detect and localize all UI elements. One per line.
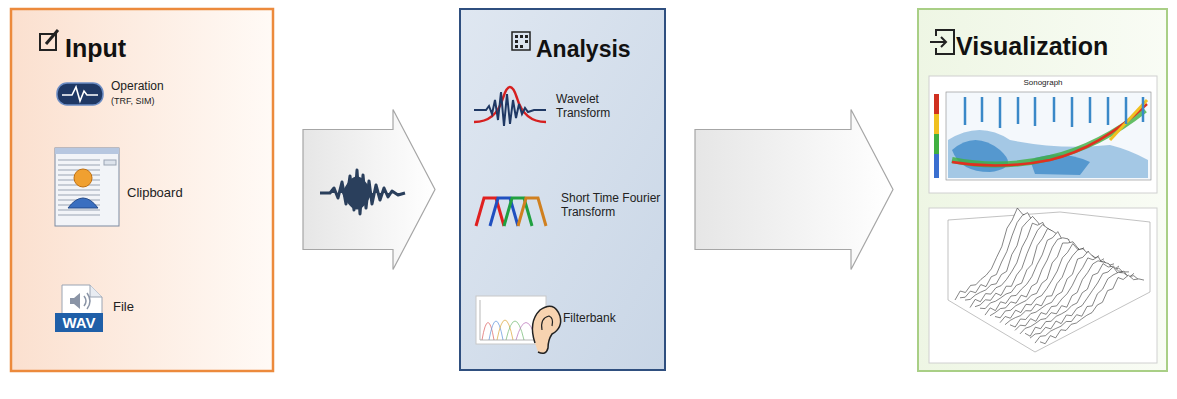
panel-heading: Visualization bbox=[956, 32, 1108, 61]
method-label: Wavelet Transform bbox=[556, 93, 620, 121]
ear-icon bbox=[532, 306, 560, 353]
clipboard-icon bbox=[55, 148, 119, 226]
block-arrow bbox=[303, 110, 435, 270]
wav-file-icon bbox=[55, 285, 103, 332]
wavelet-icon bbox=[474, 87, 546, 126]
analysis-icon bbox=[512, 32, 530, 50]
input-label: Operation bbox=[111, 80, 231, 94]
input-label: File bbox=[113, 300, 213, 315]
method-label: Filterbank bbox=[563, 312, 653, 326]
waterfall-chart bbox=[929, 208, 1157, 363]
waterfall-line bbox=[1040, 275, 1144, 344]
visualization-icon bbox=[930, 30, 954, 54]
panel-heading: Analysis bbox=[536, 36, 631, 63]
panel-box: Visualization bbox=[918, 9, 1167, 371]
waveform-icon bbox=[320, 170, 405, 214]
input-note: (TRF, SIM) bbox=[111, 96, 231, 106]
filterbank-icon bbox=[476, 296, 561, 353]
stft-window-icon bbox=[476, 198, 546, 226]
file-type: WAV bbox=[55, 314, 103, 331]
chart-title: Sonograph bbox=[929, 78, 1157, 87]
panel-heading: Input bbox=[65, 34, 126, 63]
input-label: Clipboard bbox=[127, 186, 247, 201]
operation-icon bbox=[57, 83, 103, 105]
sonograph-chart bbox=[929, 76, 1157, 193]
panel-box: Analysis bbox=[460, 9, 665, 370]
block-arrow bbox=[695, 110, 893, 270]
method-label: Short Time Fourier Transform bbox=[561, 192, 661, 220]
input-icon bbox=[40, 30, 58, 50]
